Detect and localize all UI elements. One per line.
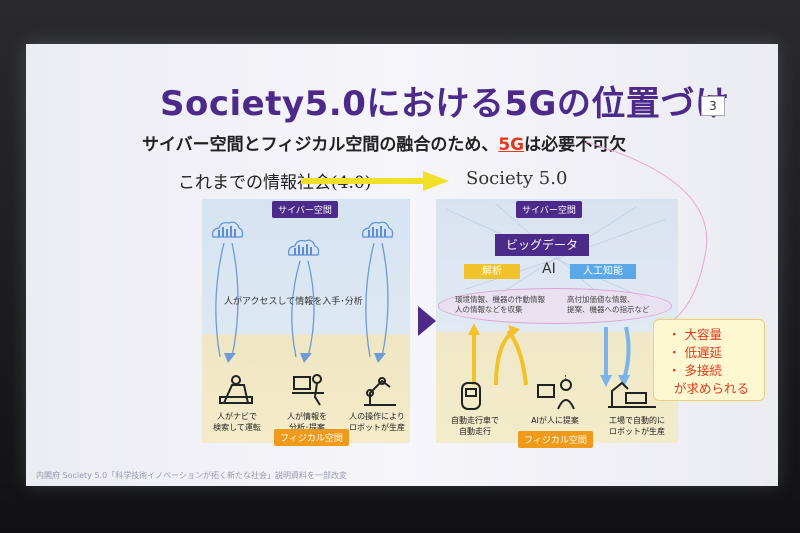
caption-line: 人がナビで bbox=[217, 412, 257, 421]
page-number: 3 bbox=[701, 96, 725, 116]
ellipse-line: 高付加価値な情報、 bbox=[567, 295, 635, 304]
caption-line: 自動走行車で bbox=[451, 416, 499, 425]
right-header: Society 5.0 bbox=[466, 168, 568, 189]
right-cyber-tag: サイバー空間 bbox=[516, 201, 582, 218]
data-cloud-icon bbox=[288, 239, 320, 256]
source-footnote: 内閣府 Society 5.0「科学技術イノベーションが拓く新たな社会」説明資料… bbox=[36, 471, 348, 480]
caption-line: 人が情報を bbox=[287, 412, 327, 421]
caption-line: ロボットが生産 bbox=[609, 427, 665, 436]
requirement-text: 大容量 bbox=[684, 327, 722, 342]
play-triangle-icon bbox=[418, 306, 436, 336]
left-physical-tag: フィジカル空間 bbox=[274, 429, 349, 446]
instruction-text: 高付加価値な情報、提案、機器への指示など bbox=[567, 295, 650, 314]
autonomous-car-icon bbox=[461, 382, 481, 410]
caption-line: 工場で自動的に bbox=[609, 416, 665, 425]
ellipse-line: 人の情報などを収集 bbox=[455, 304, 523, 314]
ellipse-line: 環境情報、機器の作動情報 bbox=[455, 295, 545, 304]
data-cloud-icon bbox=[362, 221, 394, 238]
svg-text:!: ! bbox=[564, 375, 567, 381]
subtitle-highlight-5g: 5G bbox=[498, 135, 525, 155]
callout-connector-icon bbox=[586, 141, 708, 327]
artificial-intelligence-box: 人工知能 bbox=[570, 264, 636, 279]
requirement-item: ・ 大容量 bbox=[668, 327, 722, 342]
robot-arm-icon bbox=[364, 377, 396, 406]
caption-robot: 人の操作によりロボットが生産 bbox=[342, 411, 412, 433]
ai-suggestion-icon: ! bbox=[537, 375, 575, 410]
slide-subtitle: サイバー空間とフィジカル空間の融合のため、5Gは必要不可欠 bbox=[142, 130, 626, 155]
caption-line: 自動走行 bbox=[459, 427, 491, 436]
caption-line: AIが人に提案 bbox=[531, 416, 579, 425]
requirement-text: 低遅延 bbox=[684, 345, 722, 360]
subtitle-text-post: は必要不可欠 bbox=[524, 135, 627, 155]
data-cloud-icon bbox=[212, 221, 244, 238]
computer-desk-icon bbox=[292, 374, 324, 406]
data-exchange-ellipse: 環境情報、機器の作動情報人の情報などを収集 高付加価値な情報、提案、機器への指示… bbox=[438, 288, 672, 324]
right-physical-tag: フィジカル空間 bbox=[518, 431, 593, 448]
requirement-tail: が求められる bbox=[674, 381, 750, 396]
caption-factory-robot: 工場で自動的にロボットが生産 bbox=[602, 415, 672, 437]
requirements-callout: ・ 大容量 ・ 低遅延 ・ 多接続 が求められる bbox=[653, 319, 765, 401]
caption-line: 分析･提案 bbox=[289, 423, 325, 432]
caption-autonomous-driving: 自動走行車で自動走行 bbox=[440, 415, 510, 437]
requirement-item: ・ 低遅延 bbox=[668, 345, 722, 360]
ellipse-line: 提案、機器への指示など bbox=[567, 304, 650, 314]
subtitle-text-pre: サイバー空間とフィジカル空間の融合のため、 bbox=[142, 135, 499, 155]
analysis-box: 解析 bbox=[464, 264, 520, 279]
requirement-item: ・ 多接続 bbox=[668, 363, 722, 378]
human-access-text: 人がアクセスして情報を入手･分析 bbox=[224, 297, 363, 307]
caption-car-nav: 人がナビで検索して運転 bbox=[202, 411, 272, 433]
left-cyber-tag: サイバー空間 bbox=[272, 201, 338, 218]
caption-line: 検索して運転 bbox=[213, 423, 261, 432]
caption-analysis: 人が情報を分析･提案 bbox=[272, 411, 342, 433]
caption-line: ロボットが生産 bbox=[349, 423, 405, 432]
big-data-box: ビッグデータ bbox=[495, 234, 589, 256]
transition-arrow-icon bbox=[301, 171, 449, 191]
caption-line: 人の操作により bbox=[349, 412, 405, 421]
car-navigation-icon bbox=[219, 375, 253, 404]
collection-text: 環境情報、機器の作動情報人の情報などを収集 bbox=[455, 295, 545, 314]
ai-label: AI bbox=[542, 261, 556, 277]
requirement-text: 多接続 bbox=[684, 363, 722, 378]
projection-screen: Society5.0における5Gの位置づけ 3 サイバー空間とフィジカル空間の融… bbox=[26, 44, 778, 486]
access-loop-arrows-icon bbox=[215, 242, 389, 363]
data-flow-arrows-icon bbox=[468, 323, 631, 387]
caption-ai-suggestion: AIが人に提案 bbox=[520, 415, 590, 426]
left-panel: サイバー空間 bbox=[202, 199, 412, 446]
factory-robot-icon bbox=[608, 381, 656, 408]
slide-title: Society5.0における5Gの位置づけ bbox=[160, 84, 730, 124]
